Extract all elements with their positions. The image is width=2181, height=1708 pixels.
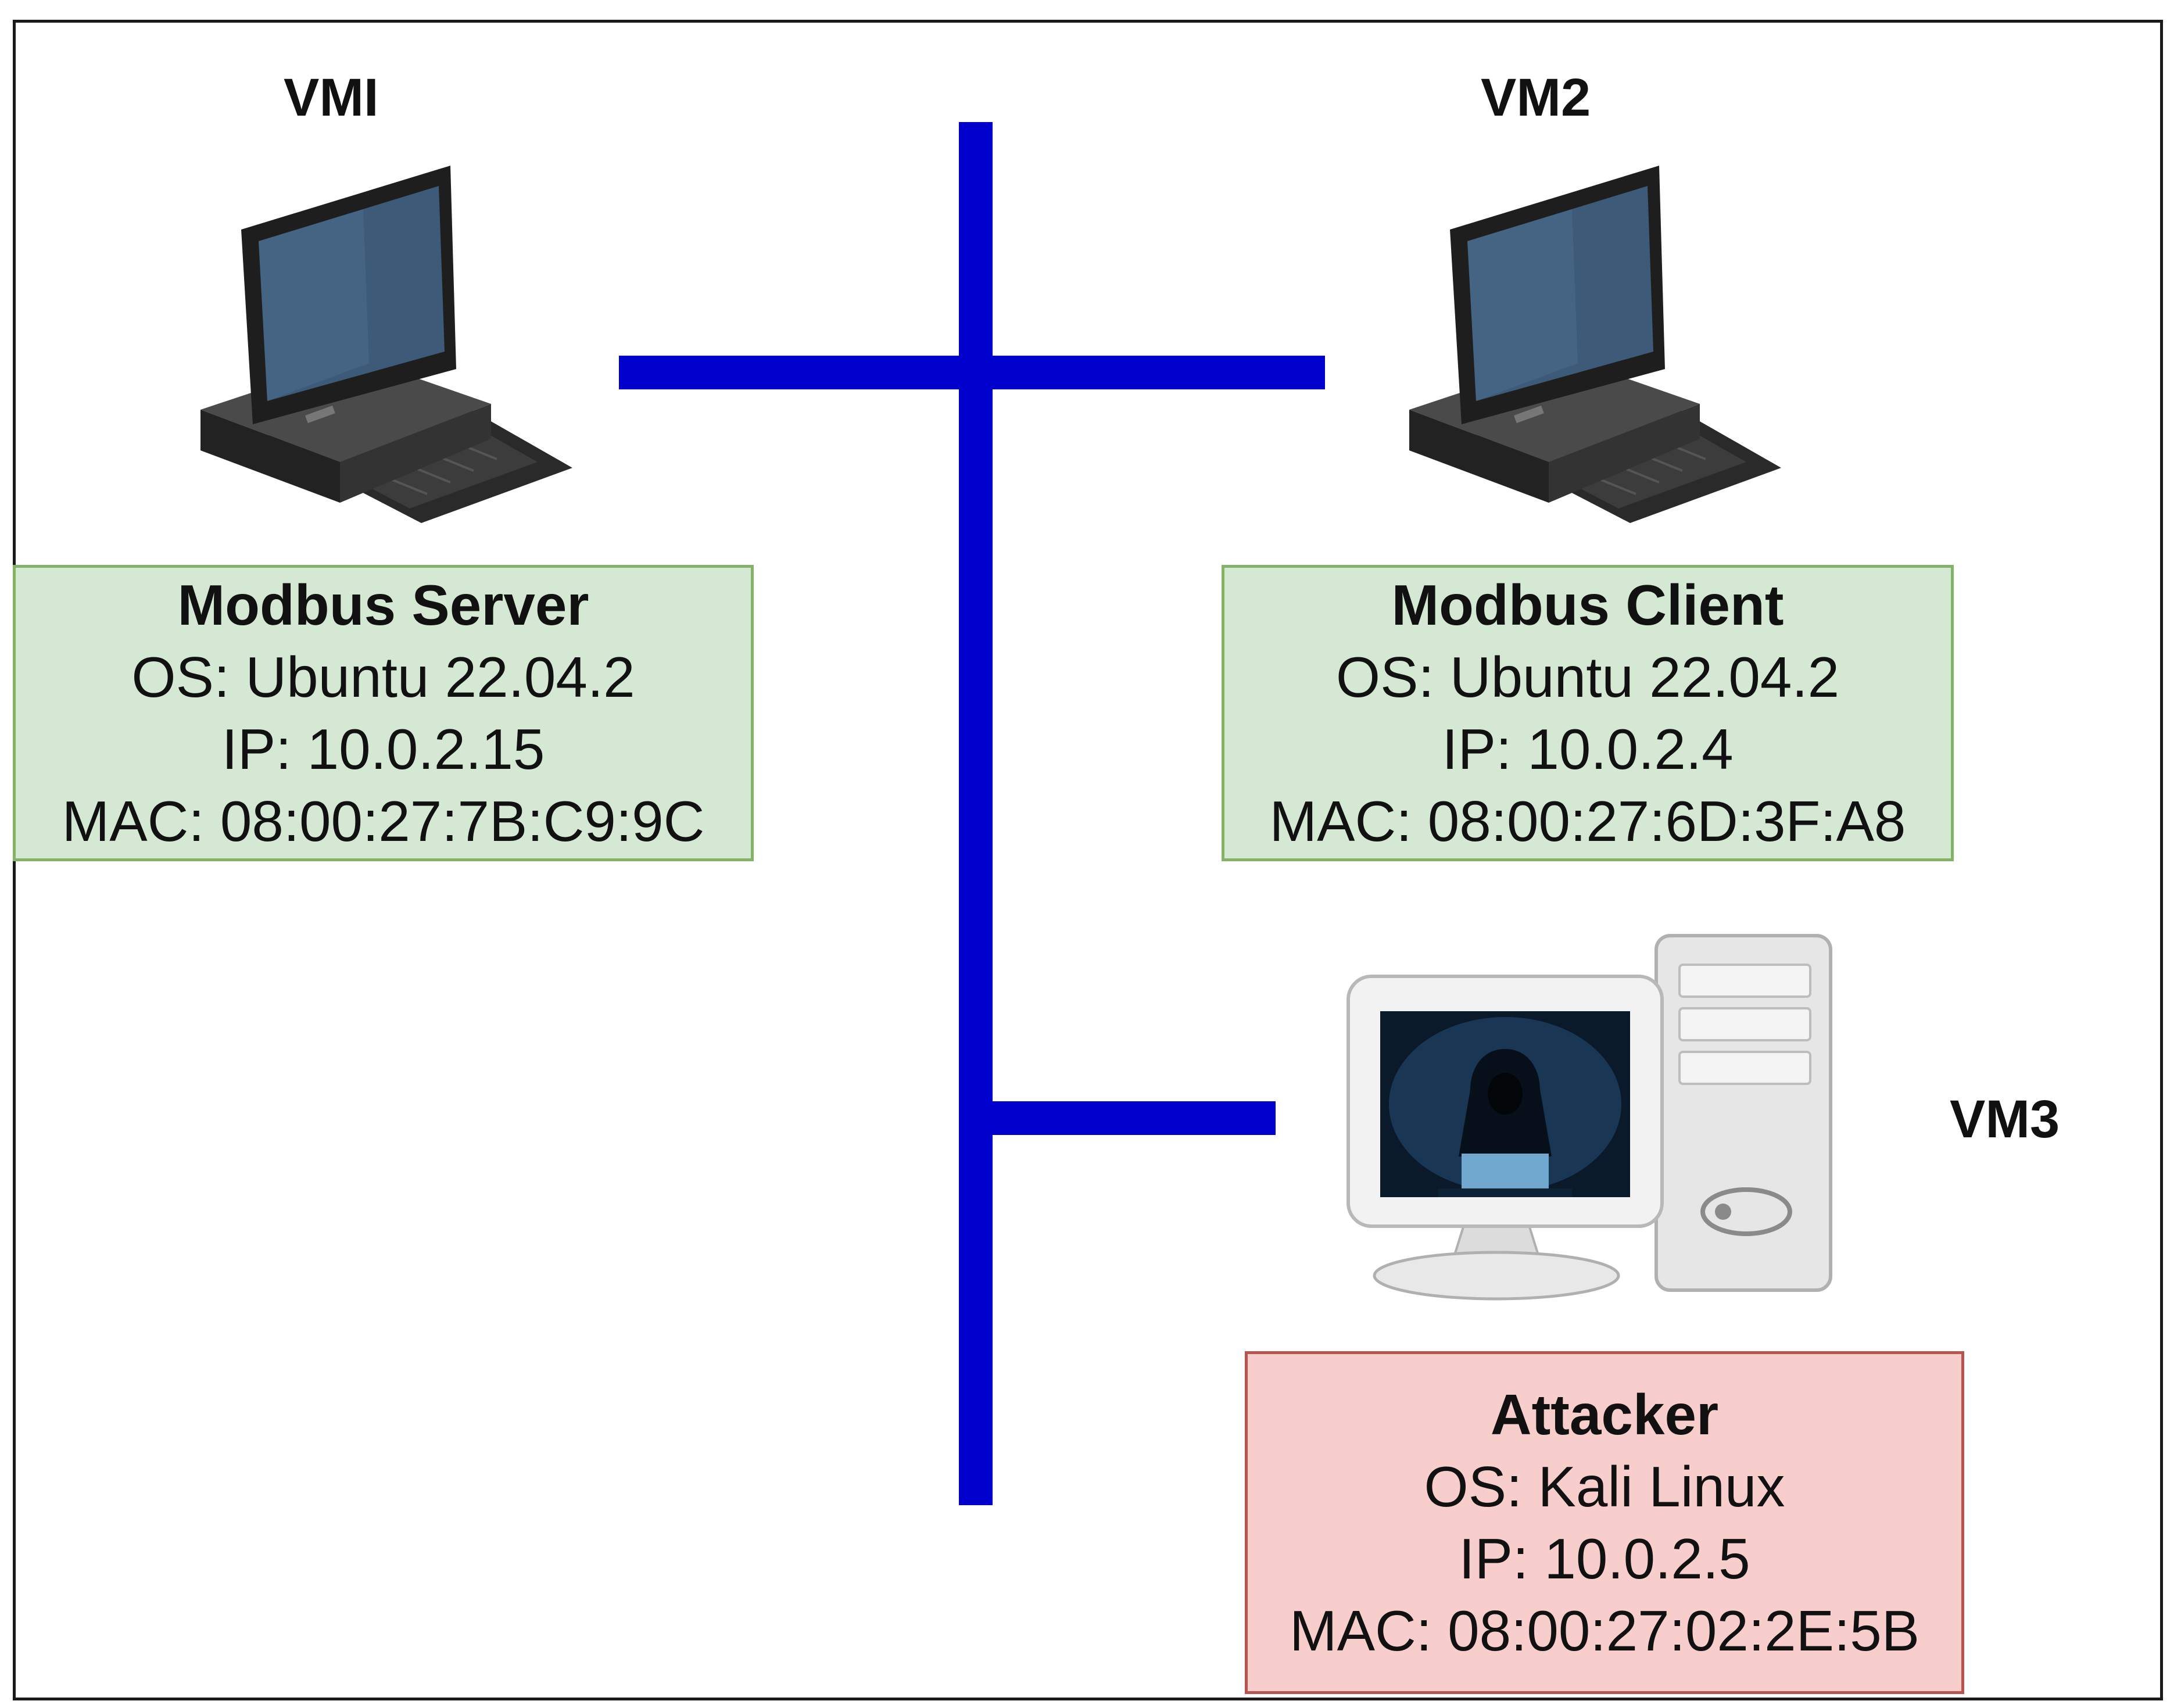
node-title: Modbus Client	[1391, 573, 1784, 637]
vm2-label: VM2	[1481, 68, 1591, 127]
desktop-computer-icon	[1409, 166, 1781, 523]
network-trunk-line	[959, 122, 993, 1505]
desktop-computer-icon	[200, 166, 572, 523]
node-os: OS: Ubuntu 22.04.2	[1335, 645, 1840, 709]
node-os: OS: Kali Linux	[1424, 1455, 1785, 1519]
modbus-client-box: Modbus Client OS: Ubuntu 22.04.2 IP: 10.…	[1222, 565, 1954, 861]
modbus-server-box: Modbus Server OS: Ubuntu 22.04.2 IP: 10.…	[13, 565, 754, 861]
node-title: Attacker	[1490, 1383, 1719, 1446]
vm3-label: VM3	[1950, 1090, 2060, 1149]
node-title: Modbus Server	[177, 573, 589, 637]
node-mac: MAC: 08:00:27:02:2E:5B	[1289, 1599, 1920, 1663]
node-mac: MAC: 08:00:27:6D:3F:A8	[1269, 789, 1906, 853]
network-branch-attacker	[976, 1101, 1276, 1135]
hacker-workstation-icon	[1346, 934, 1832, 1301]
node-ip: IP: 10.0.2.5	[1459, 1527, 1750, 1591]
node-ip: IP: 10.0.2.4	[1442, 717, 1734, 781]
attacker-box: Attacker OS: Kali Linux IP: 10.0.2.5 MAC…	[1245, 1351, 1964, 1694]
node-ip: IP: 10.0.2.15	[221, 717, 545, 781]
network-branch-top	[619, 356, 1325, 389]
node-mac: MAC: 08:00:27:7B:C9:9C	[62, 789, 705, 853]
node-os: OS: Ubuntu 22.04.2	[131, 645, 635, 709]
vm1-label: VMI	[284, 68, 379, 127]
